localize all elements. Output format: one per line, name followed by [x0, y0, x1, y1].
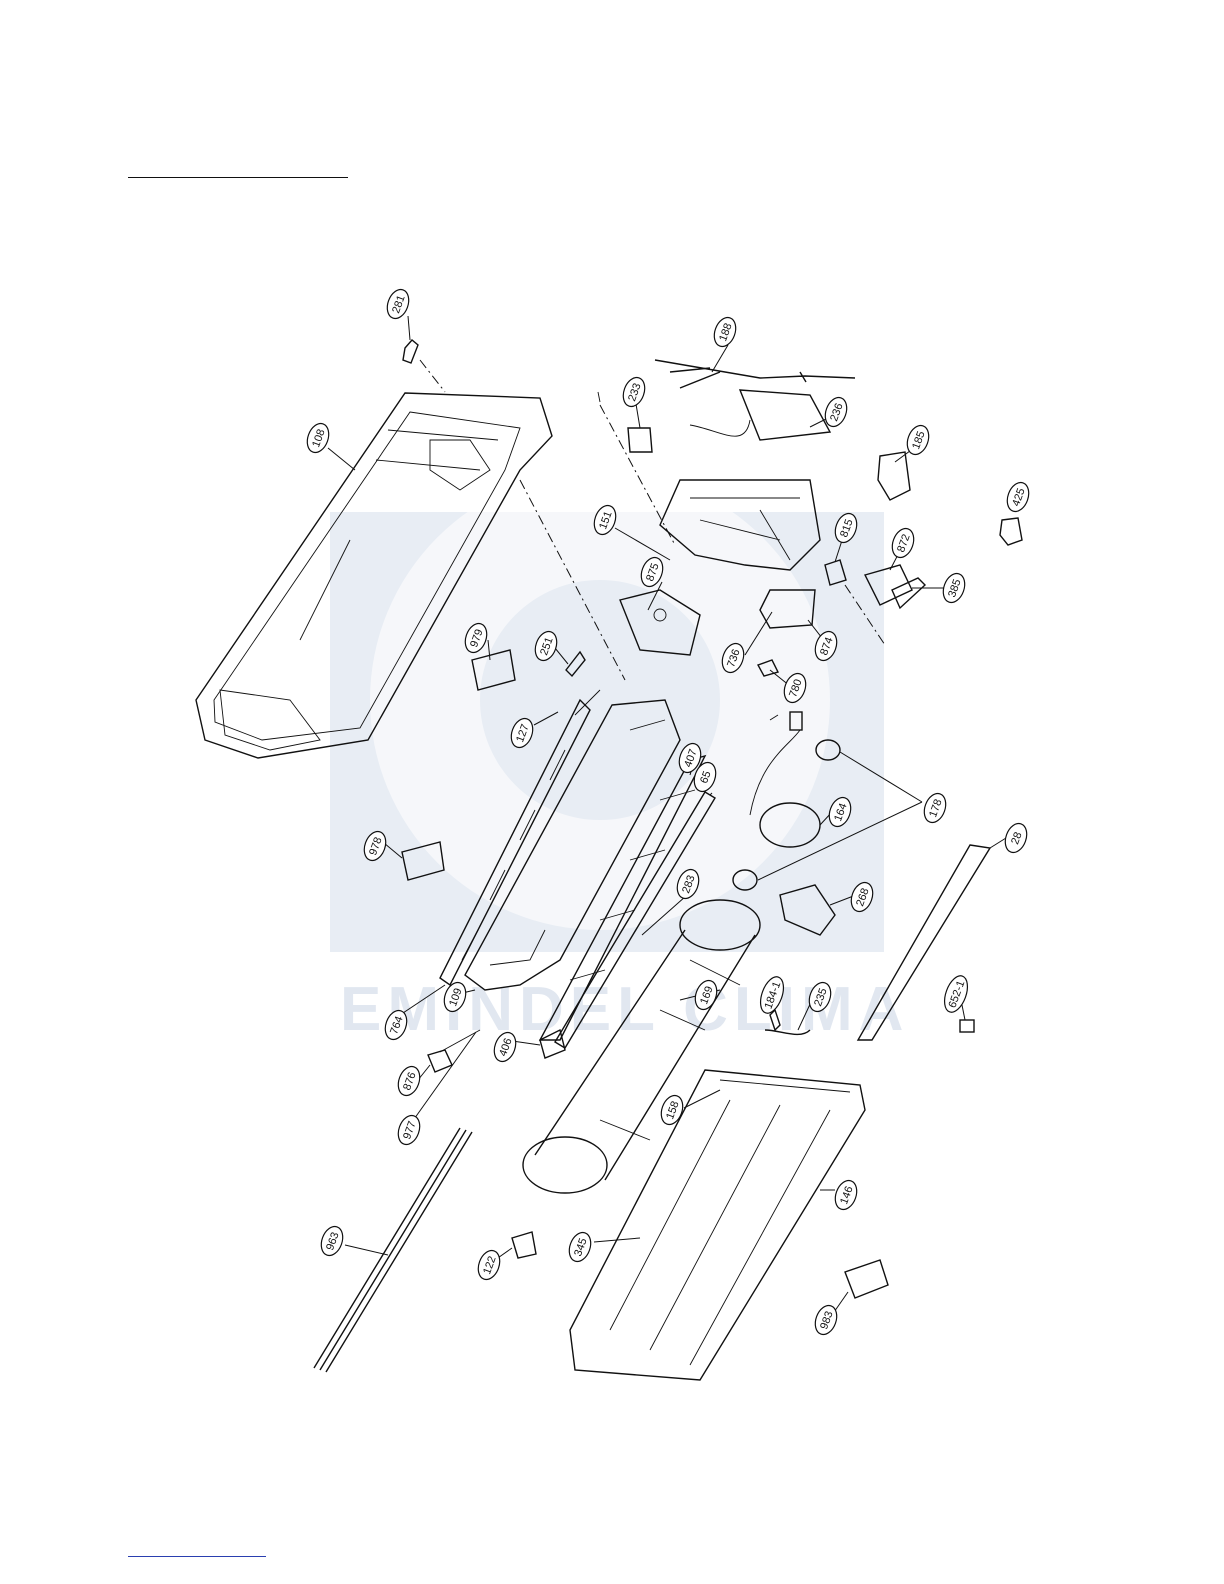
cover-strip-part — [403, 340, 418, 363]
callout-345: 345 — [565, 1229, 594, 1264]
callout-28: 28 — [1001, 820, 1030, 855]
callout-425: 425 — [1003, 479, 1032, 514]
callout-876: 876 — [394, 1063, 423, 1098]
callout-977: 977 — [394, 1112, 423, 1147]
pcb-part — [690, 390, 830, 440]
callout-385: 385 — [939, 570, 968, 605]
callout-872: 872 — [888, 525, 917, 560]
callout-963: 963 — [317, 1223, 346, 1258]
callout-108: 108 — [303, 420, 332, 455]
callout-233: 233 — [619, 374, 648, 409]
plate-385-part — [892, 578, 925, 608]
callout-652-1: 652-1 — [940, 973, 972, 1016]
clip-part — [1000, 518, 1022, 545]
clamp-983-part — [845, 1260, 888, 1298]
bracket-part — [878, 452, 910, 500]
callout-122: 122 — [474, 1247, 503, 1282]
callout-158: 158 — [657, 1092, 686, 1127]
callout-178: 178 — [920, 790, 949, 825]
callout-146: 146 — [831, 1177, 860, 1212]
callout-983: 983 — [811, 1302, 840, 1337]
wire-harness-part — [655, 360, 855, 388]
cap-652-part — [960, 1020, 974, 1032]
callout-188: 188 — [710, 314, 739, 349]
footer-rule — [128, 1556, 266, 1557]
clip-122-part — [512, 1232, 536, 1258]
